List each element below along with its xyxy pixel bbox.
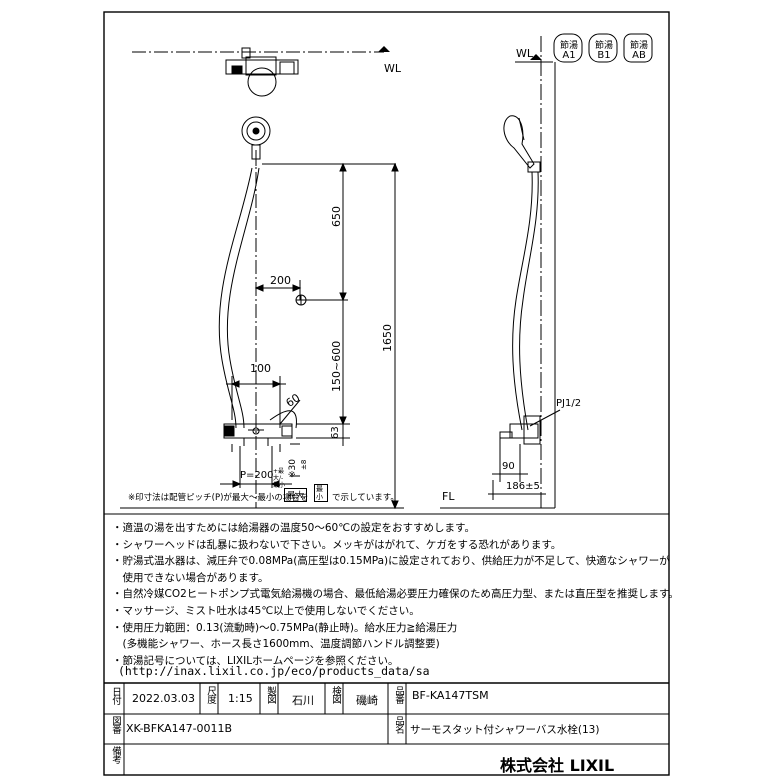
scale-label: 尺度 xyxy=(205,686,216,703)
dim-63: 63 xyxy=(330,426,341,439)
dim-90: 90 xyxy=(502,461,515,472)
badge-b1-bottom: B1 xyxy=(597,50,611,61)
drawn-label: 製図 xyxy=(265,686,276,703)
dim-pj: PJ1/2 xyxy=(556,398,582,409)
drawn-value: 石川 xyxy=(292,694,314,707)
badge-a1-top: 節湯 xyxy=(559,41,578,51)
note-item: 使用できない場合があります。 xyxy=(112,571,269,584)
badge-ab-top: 節湯 xyxy=(629,41,648,51)
company-name: 株式会社 LIXIL xyxy=(500,756,615,775)
scale-value: 1:15 xyxy=(228,692,253,705)
side-view xyxy=(440,36,561,509)
product-name-value: サーモスタット付シャワーバス水栓(13) xyxy=(410,724,600,736)
note-item: ・貯湯式温水器は、減圧弁で0.08MPa(高圧型は0.15MPa)に設定されてお… xyxy=(112,555,670,568)
fl-label: FL xyxy=(442,490,455,503)
date-value: 2022.03.03 xyxy=(132,692,195,705)
badge-b1-top: 節湯 xyxy=(594,41,613,51)
dim-150-600: 150~600 xyxy=(330,340,343,392)
badge-a1-bottom: A1 xyxy=(562,50,576,61)
wl-label-right: WL xyxy=(516,47,534,60)
title-block-grid xyxy=(104,683,669,775)
notes-block: ・適温の湯を出すためには給湯器の温度50～60℃の設定をおすすめします。 ・シャ… xyxy=(112,520,679,669)
dim-p: P=200 xyxy=(240,470,274,481)
drawing-no-label: 図番 xyxy=(110,716,121,733)
remarks-label: 備考 xyxy=(110,746,121,763)
dim-30-sub: ±8 xyxy=(300,459,308,470)
badge-ab-bottom: AB xyxy=(632,50,646,61)
url-text: (http://inax.lixil.co.jp/eco/products_da… xyxy=(118,664,430,678)
note-item: ・シャワーヘッドは乱暴に扱わないで下さい。メッキがはがれて、ケガをする恐れがあり… xyxy=(112,538,562,551)
drawing-no-value: XK-BFKA147-0011B xyxy=(126,722,233,735)
product-no-value: BF-KA147TSM xyxy=(412,689,489,702)
date-label: 日付 xyxy=(110,687,121,704)
dim-186: 186±5 xyxy=(506,481,540,492)
wl-label-left: WL xyxy=(384,62,402,75)
dim-100: 100 xyxy=(250,362,271,375)
note-item: ・適温の湯を出すためには給湯器の温度50～60℃の設定をおすすめします。 xyxy=(112,522,475,534)
dim-200: 200 xyxy=(270,274,291,287)
checked-label: 検図 xyxy=(330,686,341,703)
front-view xyxy=(120,46,404,510)
note-item: ・節湯記号については、LIXILホームページを参照ください。 xyxy=(112,654,399,667)
checked-value: 磯崎 xyxy=(356,694,378,707)
footnote-box-2: 最小 xyxy=(314,484,328,502)
footnote-main: ※印寸法は配管ピッチ(P)が最大～最小の場合を xyxy=(128,493,309,503)
footnote-box-1: 最大 xyxy=(284,488,308,502)
note-item: ・自然冷媒CO2ヒートポンプ式電気給湯機の場合、最低給湯必要圧力確保のため高圧力… xyxy=(112,588,679,601)
product-name-label: 品名 xyxy=(393,716,404,733)
product-no-label: 品番 xyxy=(393,686,404,703)
note-item: ・マッサージ、ミスト吐水は45℃以上で使用しないでください。 xyxy=(112,604,420,617)
note-item: (多機能シャワー、ホース長さ1600mm、温度調節ハンドル調整要) xyxy=(112,638,440,651)
footnote-tail: で示しています。 xyxy=(332,493,399,503)
note-item: ・使用圧力範囲：0.13(流動時)～0.75MPa(静止時)。給水圧力≧給湯圧力 xyxy=(112,621,458,634)
dim-p-sub: +最大/-最小 xyxy=(273,468,286,489)
dim-650: 650 xyxy=(330,206,343,227)
dim-30: ※30 xyxy=(288,459,298,478)
sheet-border xyxy=(103,11,670,776)
eco-badges xyxy=(553,33,653,63)
dim-1650: 1650 xyxy=(381,324,394,352)
